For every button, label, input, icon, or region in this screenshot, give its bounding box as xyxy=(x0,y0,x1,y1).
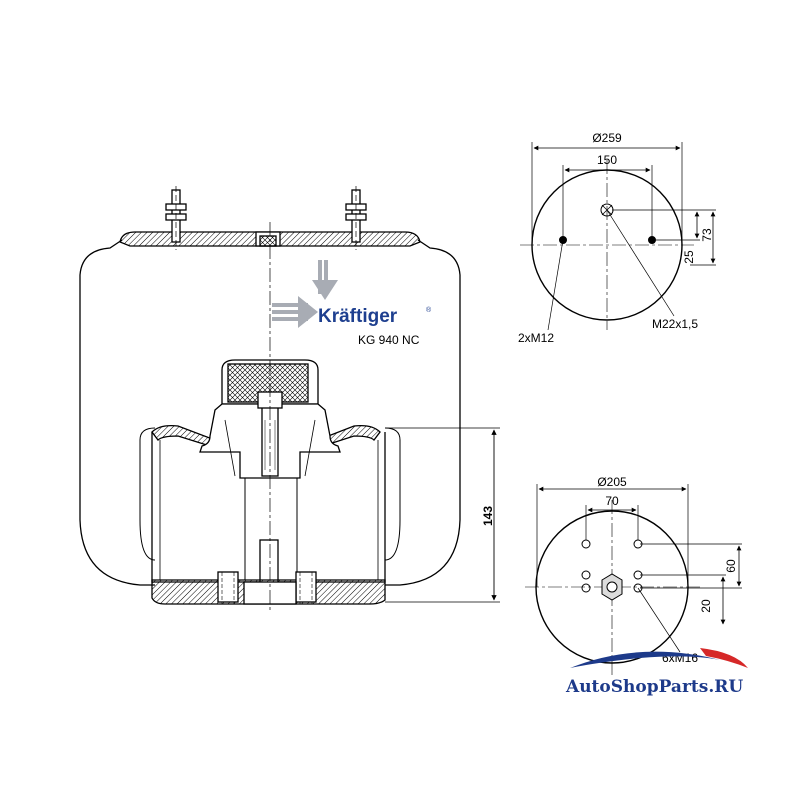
top-offset-large-label: 73 xyxy=(700,228,714,242)
top-air-fitting-label: M22x1,5 xyxy=(652,317,698,331)
watermark-text: AutoShopParts.RU xyxy=(565,677,743,697)
bottom-offset-label: 20 xyxy=(699,599,713,613)
model-number: KG 940 NC xyxy=(358,333,420,347)
piston-lip-left xyxy=(151,424,217,447)
piston-hole-4 xyxy=(633,570,643,580)
top-bolt-spacing-label: 150 xyxy=(597,153,617,167)
bottom-diameter-label: Ø205 xyxy=(597,475,627,489)
top-offset-small-label: 25 xyxy=(682,250,696,264)
bellow-inner-curve xyxy=(139,427,401,561)
top-bolt-left xyxy=(165,186,187,250)
bellow-outline xyxy=(79,239,461,586)
watermark: AutoShopParts.RU xyxy=(565,648,748,697)
brand-logo: Kräftiger ® KG 940 NC xyxy=(272,260,432,347)
brand-name: Kräftiger xyxy=(318,306,398,327)
height-label: 143 xyxy=(481,506,495,526)
piston-hole-3 xyxy=(581,570,591,580)
bottom-vertical-spacing-label: 60 xyxy=(724,559,738,573)
side-view xyxy=(79,186,500,612)
top-bolt-thread-label: 2xM12 xyxy=(518,331,554,345)
top-diameter-label: Ø259 xyxy=(592,131,622,145)
top-bolt-hole-right xyxy=(648,236,656,244)
watermark-swoosh xyxy=(570,651,720,668)
bottom-hole-spacing-label: 70 xyxy=(605,494,619,508)
bottom-piston-view xyxy=(525,484,742,675)
top-plate-view xyxy=(520,142,716,331)
piston-hole-5 xyxy=(581,583,591,593)
piston-hole-1 xyxy=(581,539,591,549)
piston-hole-2 xyxy=(633,539,643,549)
top-bolt-right xyxy=(345,186,367,250)
brand-trademark: ® xyxy=(426,306,432,314)
arrows-converging-icon xyxy=(272,260,338,328)
air-fitting-hole xyxy=(600,203,614,217)
piston-hole-6 xyxy=(633,583,643,593)
